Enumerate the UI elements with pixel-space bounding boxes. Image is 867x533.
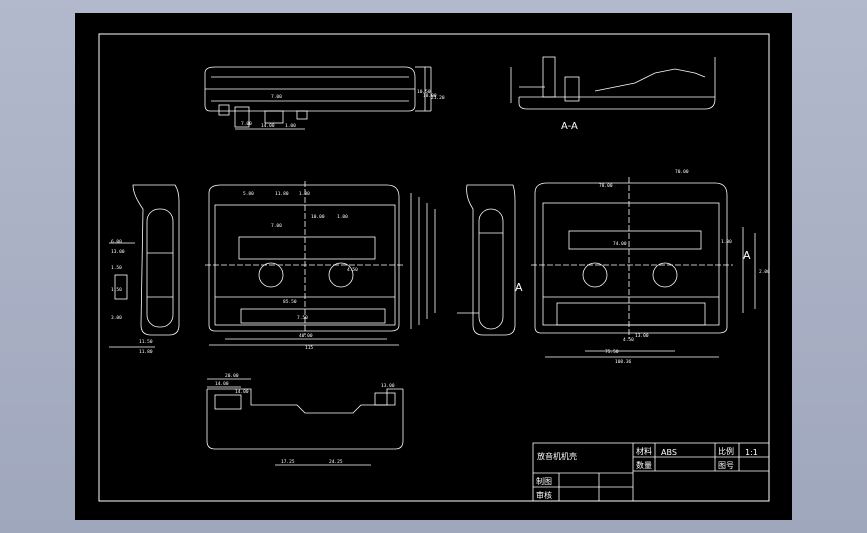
dim-label: 1.00 [337,214,348,220]
dim-label: 13.00 [111,249,125,255]
dim-label: 11.80 [139,349,153,355]
drawing-number-label: 图号 [718,461,734,470]
dim-label: 14.00 [235,389,249,395]
material-label: 材料 [636,446,652,456]
quantity-label: 数量 [636,460,652,470]
dim-label: 75.50 [605,349,619,355]
front-view-left [205,181,436,346]
dim-label: 18.00 [423,93,437,99]
part-name: 放音机机壳 [537,451,577,461]
dim-label: 14.00 [215,381,229,387]
dim-label: 40.00 [299,333,313,339]
dim-label: 17.25 [281,459,295,465]
dim-label: 21.20 [431,95,445,101]
dim-label: 1.00 [285,123,296,129]
dim-label: 108.36 [615,359,632,365]
scale-label: 比例 [718,446,734,456]
dim-label: 7.00 [271,94,282,100]
scale-value: 1:1 [745,448,758,457]
dim-label: 1.00 [721,239,732,245]
dim-label: 1.00 [299,191,310,197]
bottom-view [206,378,404,466]
dim-label: 85.50 [283,299,297,305]
checked-by-label: 审核 [536,490,552,500]
section-arrow-label: A [743,249,751,262]
section-label: A-A [561,121,578,132]
side-view-right [457,184,516,336]
dim-label: 78.00 [599,183,613,189]
drawing-sheet[interactable]: 7.00 7.00 14.00 1.00 10.50 18.00 21.20 A… [75,13,792,520]
dim-label: 5.80 [243,191,254,197]
dim-label: 2.00 [759,269,770,275]
dim-label: 7.00 [271,223,282,229]
dim-label: 1.50 [111,287,122,293]
dim-label: 14.00 [261,123,275,129]
top-view [204,66,432,130]
bottom-view-dims: 20.00 14.00 14.00 17.25 24.25 13.00 [215,373,395,465]
dim-label: 20.00 [225,373,239,379]
dim-label: 115 [305,345,313,351]
side-view-left [109,184,180,348]
section-a-a-view [510,56,716,110]
dim-label: 3.00 [111,315,122,321]
dim-label: 10.50 [417,89,431,95]
section-arrow-label: A [515,281,523,294]
side-view-left-dims: 6.00 13.00 1.50 1.50 3.00 11.50 11.80 [111,239,153,355]
dim-label: 13.00 [635,333,649,339]
dim-label: 24.25 [329,459,343,465]
top-view-dims: 7.00 7.00 14.00 1.00 10.50 18.00 21.20 [241,89,445,129]
front-view-left-dims: 5.80 11.80 1.00 85.50 7.00 10.00 1.00 4.… [243,191,358,351]
drawn-by-label: 制图 [536,476,552,486]
title-block [532,442,770,502]
dim-label: 4.50 [347,267,358,273]
dim-label: 4.50 [623,337,634,343]
front-view-right [531,177,756,358]
dim-label: 10.00 [311,214,325,220]
dim-label: 11.50 [139,339,153,345]
drawing-canvas: 7.00 7.00 14.00 1.00 10.50 18.00 21.20 A… [98,33,770,502]
title-block-text: 放音机机壳 材料 ABS 比例 1:1 数量 图号 制图 审核 [536,446,758,500]
material-value: ABS [661,448,677,457]
dim-label: 70.00 [675,169,689,175]
dim-label: 74.00 [613,241,627,247]
front-view-right-dims: 78.00 70.00 74.00 75.50 108.36 4.50 13.0… [599,169,770,365]
dim-label: 7.00 [241,121,252,127]
dim-label: 7.50 [297,315,308,321]
dim-label: 6.00 [111,239,122,245]
dim-label: 1.50 [111,265,122,271]
dim-label: 13.00 [381,383,395,389]
drawing-border [98,33,770,502]
dim-label: 11.80 [275,191,289,197]
